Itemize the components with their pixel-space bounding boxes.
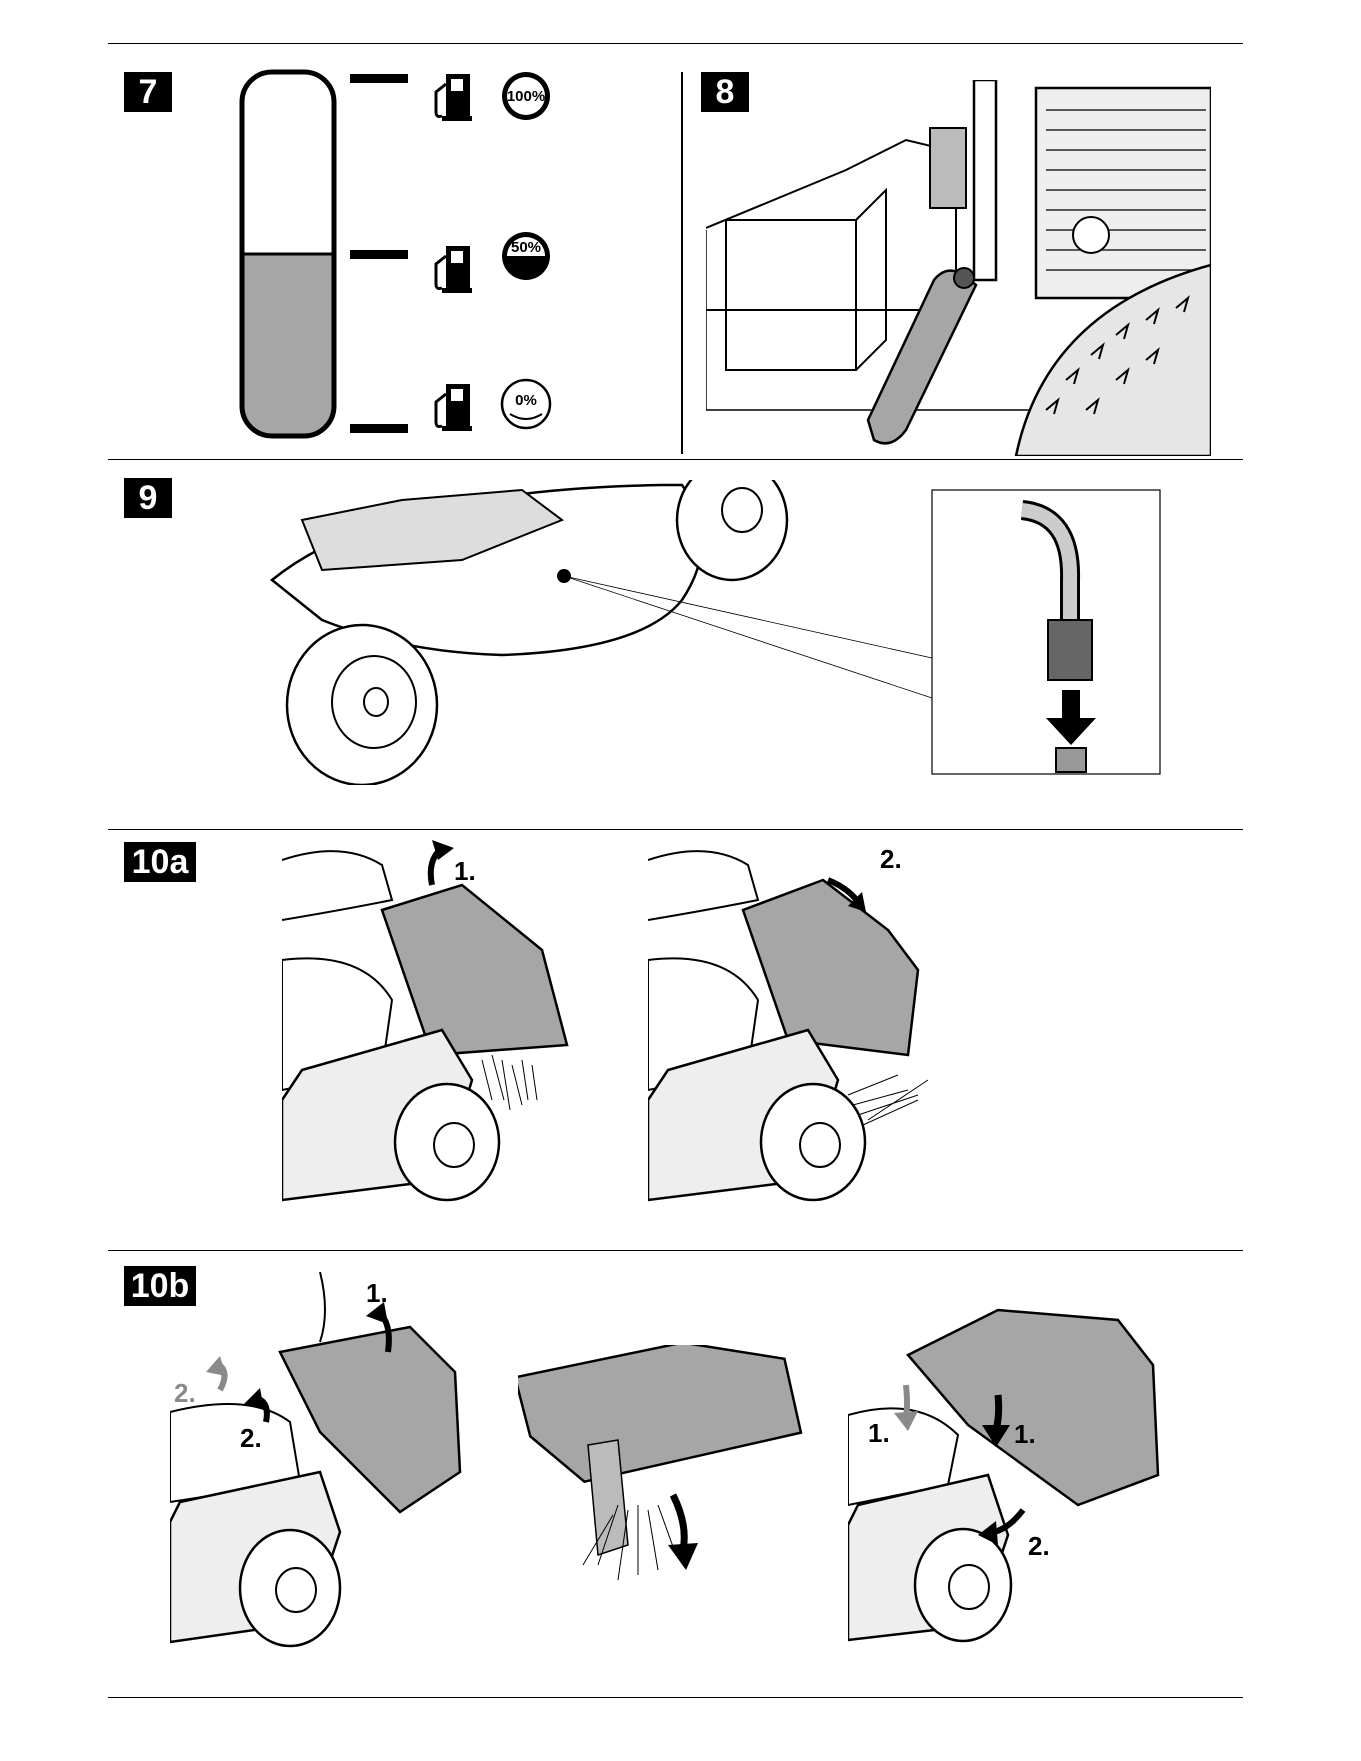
figure-8-drawing xyxy=(706,80,1211,456)
drain-cap xyxy=(954,268,974,288)
grass-catcher-tilted xyxy=(518,1345,804,1487)
figure-number-9: 9 xyxy=(124,478,172,518)
drain-tube xyxy=(868,271,976,444)
step-label: 1. xyxy=(454,856,476,886)
detail-box xyxy=(932,490,1160,774)
figure-10b-middle xyxy=(518,1345,818,1645)
step-label: 1. xyxy=(366,1278,388,1308)
bottom-rule xyxy=(108,1697,1243,1698)
front-wheel xyxy=(287,625,437,785)
step-label: 2. xyxy=(240,1423,262,1453)
rule-below-10a xyxy=(108,1250,1243,1251)
figure-10a-right: 2. xyxy=(648,840,948,1225)
wheel xyxy=(395,1084,499,1200)
fuel-pump-icon xyxy=(436,384,472,431)
figure-number-7: 7 xyxy=(124,72,172,112)
step-label: 2. xyxy=(174,1378,196,1408)
gauge-fill xyxy=(242,254,334,436)
step-label: 1. xyxy=(1014,1419,1036,1449)
nozzle-fitting xyxy=(1056,748,1086,772)
rule-below-7-8 xyxy=(108,459,1243,460)
figure-9-drawing xyxy=(262,480,1162,785)
down-arrow-icon xyxy=(673,1495,684,1550)
step-label: 2. xyxy=(880,844,902,874)
wheel xyxy=(915,1529,1011,1641)
fuel-gauge-figure: 100% 50% 0% xyxy=(230,60,610,450)
hose-coupling xyxy=(1048,620,1092,680)
grass-catcher xyxy=(382,885,567,1055)
top-rule xyxy=(108,43,1243,44)
figure-number-10a: 10a xyxy=(124,842,196,882)
tick-50 xyxy=(350,250,408,259)
divider-7-8 xyxy=(681,72,683,454)
wheel xyxy=(240,1530,340,1646)
step-label: 2. xyxy=(1028,1531,1050,1561)
level-label-100: 100% xyxy=(507,88,545,105)
tick-100 xyxy=(350,74,408,83)
step-label: 1. xyxy=(868,1418,890,1448)
level-badge-100: 100% xyxy=(502,72,550,120)
level-label-0: 0% xyxy=(515,392,537,409)
level-badge-50: 50% xyxy=(502,232,550,280)
fuel-pump-icon xyxy=(436,246,472,293)
level-badge-0: 0% xyxy=(502,380,550,428)
figure-10b-left: 1. 2. 2. xyxy=(170,1272,490,1662)
grass-catcher xyxy=(743,880,918,1055)
tick-0 xyxy=(350,424,408,433)
wheel xyxy=(761,1084,865,1200)
level-label-50: 50% xyxy=(511,239,541,256)
vertical-pipe xyxy=(974,80,996,280)
figure-10a-left: 1. xyxy=(282,840,582,1225)
rule-below-9 xyxy=(108,829,1243,830)
fuel-pump-icon xyxy=(436,74,472,121)
figure-10b-right: 1. 1. 2. xyxy=(848,1265,1168,1660)
down-arrow-icon xyxy=(996,1395,999,1430)
engine-block xyxy=(1036,88,1211,298)
